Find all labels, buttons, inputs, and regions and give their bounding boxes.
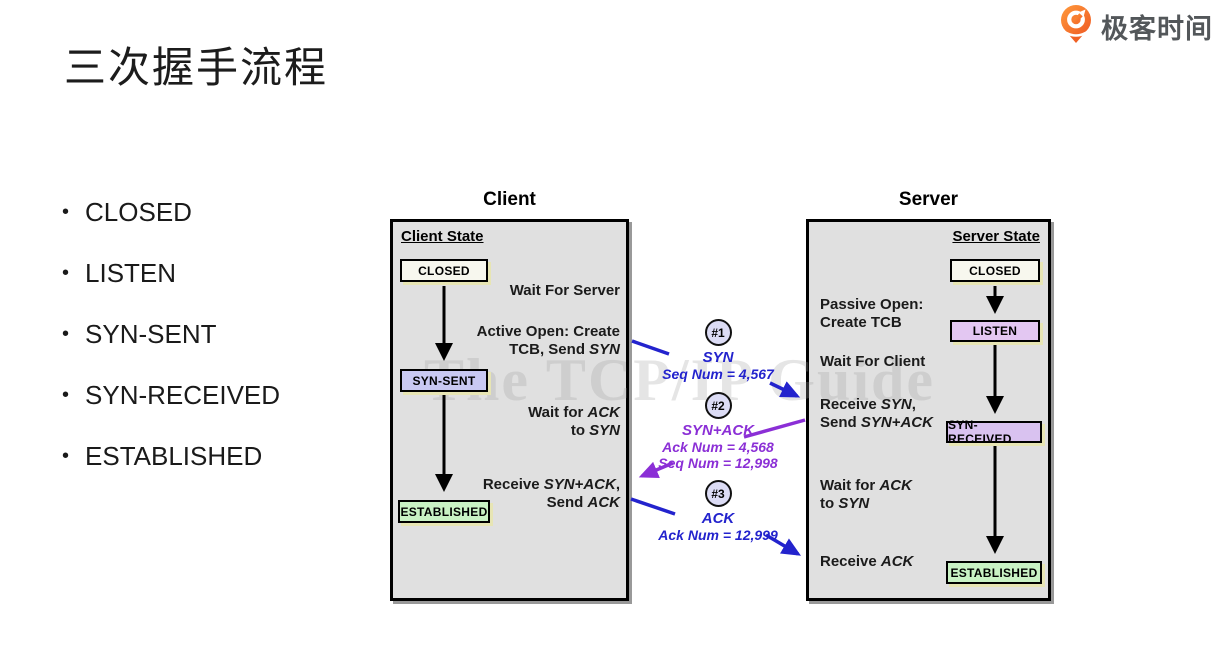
message-name: ACK: [701, 510, 735, 527]
page-title: 三次握手流程: [64, 44, 329, 91]
message-name: SYN: [702, 349, 734, 366]
server-note-passive-open: Passive Open: Create TCB: [820, 296, 924, 331]
bullet-label: SYN-RECEIVED: [85, 379, 281, 410]
tcpip-guide-watermark: The TCP/IP Guide: [424, 347, 936, 413]
message-2-synack: #2 SYN+ACK Ack Num = 4,568 Seq Num = 12,…: [653, 392, 783, 471]
bullet-icon: •: [62, 444, 70, 467]
client-state-closed: CLOSED: [400, 259, 488, 282]
server-note-receive-syn: Receive SYN, Send SYN+ACK: [820, 396, 933, 431]
bullet-label: ESTABLISHED: [85, 440, 263, 471]
list-item: • CLOSED: [62, 196, 280, 227]
client-state-header: Client State: [401, 228, 484, 245]
bullet-icon: •: [62, 261, 70, 284]
message-detail: Ack Num = 4,568 Seq Num = 12,998: [658, 439, 778, 471]
bullet-icon: •: [62, 383, 70, 406]
list-item: • SYN-SENT: [62, 318, 280, 349]
client-note-wait-for-server: Wait For Server: [509, 282, 620, 299]
list-item: • SYN-RECEIVED: [62, 379, 281, 410]
geektime-logo-icon: [1058, 4, 1094, 49]
server-state-closed: CLOSED: [950, 259, 1040, 282]
server-column-title: Server: [898, 189, 959, 210]
client-note-active-open: Active Open: Create TCB, Send SYN: [476, 323, 620, 358]
list-item: • ESTABLISHED: [62, 440, 280, 471]
bullet-icon: •: [62, 200, 70, 223]
server-note-receive-ack: Receive ACK: [820, 553, 914, 570]
bullet-icon: •: [62, 322, 70, 345]
server-panel: [806, 219, 1051, 601]
bullet-label: SYN-SENT: [85, 318, 217, 349]
message-detail: Ack Num = 12,999: [658, 527, 778, 543]
server-state-syn-received: SYN-RECEIVED: [946, 418, 1042, 446]
bullet-label: CLOSED: [85, 196, 192, 227]
server-note-wait-for-ack: Wait for ACK to SYN: [820, 477, 912, 512]
server-note-wait-for-client: Wait For Client: [820, 353, 926, 370]
message-name: SYN+ACK: [681, 422, 755, 439]
client-note-receive-synack: Receive SYN+ACK, Send ACK: [482, 476, 620, 511]
client-column-title: Client: [483, 189, 536, 210]
message-number-badge: #2: [704, 392, 732, 419]
geektime-logo: 极客时间: [1058, 4, 1213, 49]
message-number-badge: #3: [704, 480, 732, 507]
bullet-label: LISTEN: [85, 257, 177, 288]
message-number-badge: #1: [704, 319, 732, 346]
message-detail: Seq Num = 4,567: [662, 366, 774, 382]
client-state-syn-sent: SYN-SENT: [400, 369, 488, 392]
message-1-syn: #1 SYN Seq Num = 4,567: [653, 319, 783, 382]
client-state-established: ESTABLISHED: [398, 500, 490, 523]
server-state-established: ESTABLISHED: [946, 561, 1042, 584]
list-item: • LISTEN: [62, 257, 280, 288]
client-note-wait-for-ack: Wait for ACK to SYN: [528, 404, 620, 439]
server-state-listen: LISTEN: [950, 320, 1040, 342]
server-state-header: Server State: [952, 228, 1040, 245]
client-panel: [390, 219, 629, 601]
geektime-logo-text: 极客时间: [1101, 14, 1213, 44]
state-bullet-list: •CLOSED •LISTEN •SYN-SENT •SYN-RECEIVED …: [62, 196, 281, 503]
message-3-ack: #3 ACK Ack Num = 12,999: [653, 480, 783, 543]
